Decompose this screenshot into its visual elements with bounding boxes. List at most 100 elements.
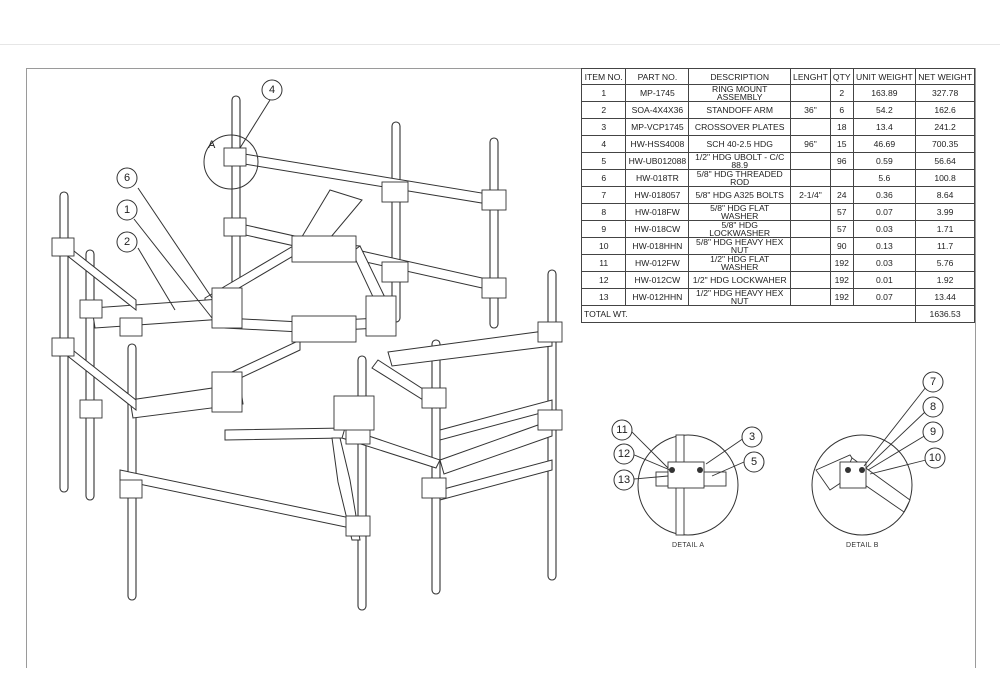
cell-length <box>790 118 831 136</box>
cell-description: 1/2" HDG LOCKWAHER <box>688 271 792 289</box>
cell-net-weight: 162.6 <box>915 101 975 119</box>
crossover-plate <box>119 479 143 499</box>
cell-length <box>790 169 831 187</box>
cell-description: RING MOUNT ASSEMBLY <box>688 84 792 102</box>
ring-mount-block <box>365 295 397 337</box>
cell-net-weight: 11.7 <box>915 237 975 255</box>
cell-description: 1/2" HDG HEAVY HEX NUT <box>688 288 792 306</box>
crossover-plate <box>79 299 103 319</box>
balloon-11-label: 11 <box>616 424 627 436</box>
detail-b-view: 7 8 9 10 DETAIL B <box>811 371 946 549</box>
cell-qty: 6 <box>829 101 854 119</box>
cell-item-no: 12 <box>580 271 627 289</box>
crossover-plate <box>381 261 409 283</box>
crossover-plate <box>79 399 103 419</box>
standoff-arm <box>387 329 553 367</box>
ring-mount-block <box>333 395 375 431</box>
detail-a-label: DETAIL A <box>672 542 704 549</box>
balloon-1-label: 1 <box>124 204 130 216</box>
total-weight-value: 1636.53 <box>915 305 975 323</box>
cell-unit-weight: 0.01 <box>852 271 917 289</box>
crossover-plate <box>51 337 75 357</box>
leader-line <box>133 218 213 319</box>
bom-header-row: ITEM NO. PART NO. DESCRIPTION LENGHT QTY… <box>580 68 975 85</box>
balloon-4 <box>261 79 283 101</box>
ring-mount-block <box>291 315 357 343</box>
toolbar-divider <box>0 44 1000 45</box>
cell-description: 5/8" HDG LOCKWASHER <box>688 220 792 238</box>
cell-description: 1/2" HDG FLAT WASHER <box>688 254 792 272</box>
col-length: LENGHT <box>790 68 831 85</box>
crossover-plate <box>223 217 247 237</box>
cell-length: 36" <box>790 101 831 119</box>
cell-unit-weight: 5.6 <box>852 169 917 187</box>
cell-part-no: HW-012HHN <box>625 288 690 306</box>
crossover-plate <box>223 147 247 167</box>
crossover-plate <box>345 515 371 537</box>
cell-part-no: MP-1745 <box>625 84 690 102</box>
cell-description: 5/8" HDG FLAT WASHER <box>688 203 792 221</box>
cell-unit-weight: 0.36 <box>852 186 917 204</box>
balloon-2 <box>116 231 138 253</box>
cell-unit-weight: 163.89 <box>852 84 917 102</box>
crossover-plate <box>481 277 507 299</box>
cell-part-no: MP-VCP1745 <box>625 118 690 136</box>
cell-item-no: 4 <box>580 135 627 153</box>
cell-unit-weight: 0.59 <box>852 152 917 170</box>
cell-description: 5/8" HDG A325 BOLTS <box>688 186 792 204</box>
cell-length <box>790 220 831 238</box>
balloon-7-label: 7 <box>930 376 936 388</box>
cell-length <box>790 203 831 221</box>
cell-qty: 90 <box>829 237 854 255</box>
cell-description: 5/8" HDG THREADED ROD <box>688 169 792 187</box>
cell-length <box>790 271 831 289</box>
balloon-5-label: 5 <box>751 456 757 468</box>
col-part-no: PART NO. <box>625 68 690 85</box>
cell-unit-weight: 0.03 <box>852 254 917 272</box>
cell-net-weight: 1.92 <box>915 271 975 289</box>
balloon-12-label: 12 <box>618 448 630 460</box>
balloon-1 <box>116 199 138 221</box>
cell-net-weight: 3.99 <box>915 203 975 221</box>
ring-mount-block <box>211 371 243 413</box>
crossover-plate <box>119 317 143 337</box>
cell-qty: 192 <box>829 288 854 306</box>
balloon-6-label: 6 <box>124 172 130 184</box>
cell-item-no: 1 <box>580 84 627 102</box>
cell-part-no: HW-018CW <box>625 220 690 238</box>
cell-length: 2-1/4" <box>790 186 831 204</box>
cell-net-weight: 327.78 <box>915 84 975 102</box>
leader-line <box>137 187 213 299</box>
cell-qty: 24 <box>829 186 854 204</box>
crossover-plate <box>51 237 75 257</box>
cell-item-no: 10 <box>580 237 627 255</box>
cell-part-no: HW-018HHN <box>625 237 690 255</box>
cell-qty: 192 <box>829 271 854 289</box>
cell-unit-weight: 13.4 <box>852 118 917 136</box>
total-weight-label: TOTAL WT. <box>580 305 917 323</box>
balloon-6 <box>116 167 138 189</box>
cell-item-no: 9 <box>580 220 627 238</box>
cell-item-no: 7 <box>580 186 627 204</box>
cell-item-no: 3 <box>580 118 627 136</box>
cell-length <box>790 237 831 255</box>
cell-part-no: HW-018TR <box>625 169 690 187</box>
crossover-plate <box>421 477 447 499</box>
cell-qty: 15 <box>829 135 854 153</box>
cell-unit-weight: 54.2 <box>852 101 917 119</box>
crossover-rail <box>231 151 501 207</box>
cell-qty: 57 <box>829 220 854 238</box>
balloon-9-label: 9 <box>930 426 936 438</box>
cell-item-no: 13 <box>580 288 627 306</box>
cell-net-weight: 13.44 <box>915 288 975 306</box>
cell-net-weight: 241.2 <box>915 118 975 136</box>
cell-net-weight: 5.76 <box>915 254 975 272</box>
cell-part-no: HW-012CW <box>625 271 690 289</box>
